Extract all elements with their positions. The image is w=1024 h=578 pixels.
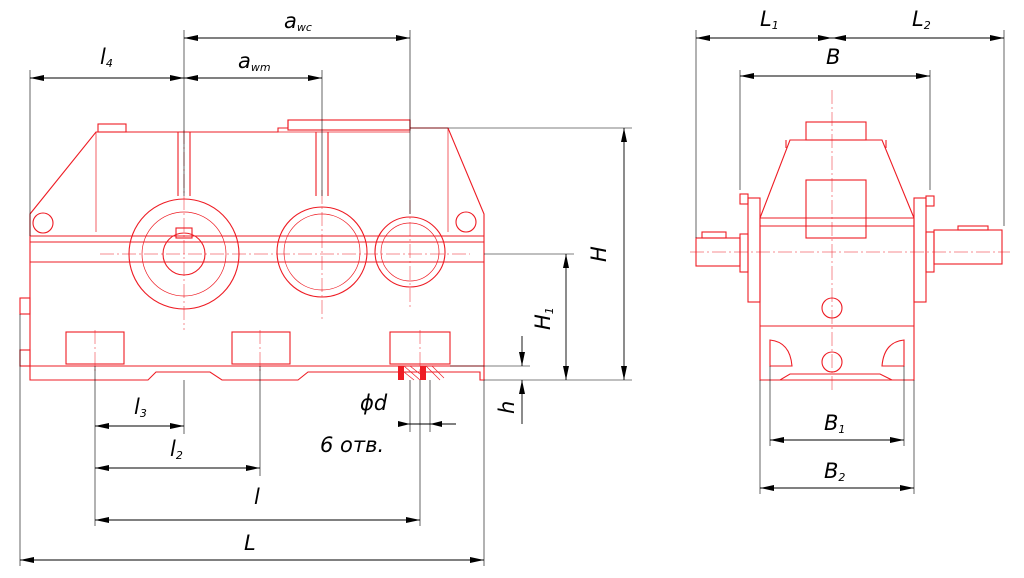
front-view: [19, 119, 485, 381]
housing-outline: [19, 119, 485, 381]
dim-H-label: H: [587, 246, 611, 262]
dim-l3-label: l3: [134, 395, 147, 420]
dim-l4-label: l4: [100, 45, 113, 70]
dim-L-label: L: [244, 531, 256, 555]
side-housing: [695, 121, 1003, 381]
dim-h-label: h: [495, 401, 519, 414]
dim-awc-label: awc: [284, 9, 312, 34]
side-view: [690, 90, 1010, 390]
dim-d-label: ϕd: [360, 391, 388, 415]
dim-awm-label: awm: [238, 49, 271, 74]
dim-B2-label: B2: [824, 459, 845, 484]
dim-l-label: l: [254, 485, 260, 509]
dim-L2-label: L2: [912, 7, 931, 32]
center-lines: [94, 130, 470, 374]
dimension-labels: awc awm l4 H H1 h ϕd 6 отв. l3 l2 l L L1…: [100, 7, 931, 555]
side-center-lines: [690, 90, 1010, 390]
dim-H1-label: H1: [531, 307, 556, 330]
dim-L1-label: L1: [760, 7, 779, 32]
dim-l2-label: l2: [170, 437, 183, 462]
holes-note-label: 6 отв.: [320, 433, 384, 457]
dimension-lines: [19, 30, 1005, 566]
foot-bosses: [65, 331, 451, 381]
dim-B1-label: B1: [824, 411, 845, 436]
dim-B-label: B: [826, 45, 840, 69]
